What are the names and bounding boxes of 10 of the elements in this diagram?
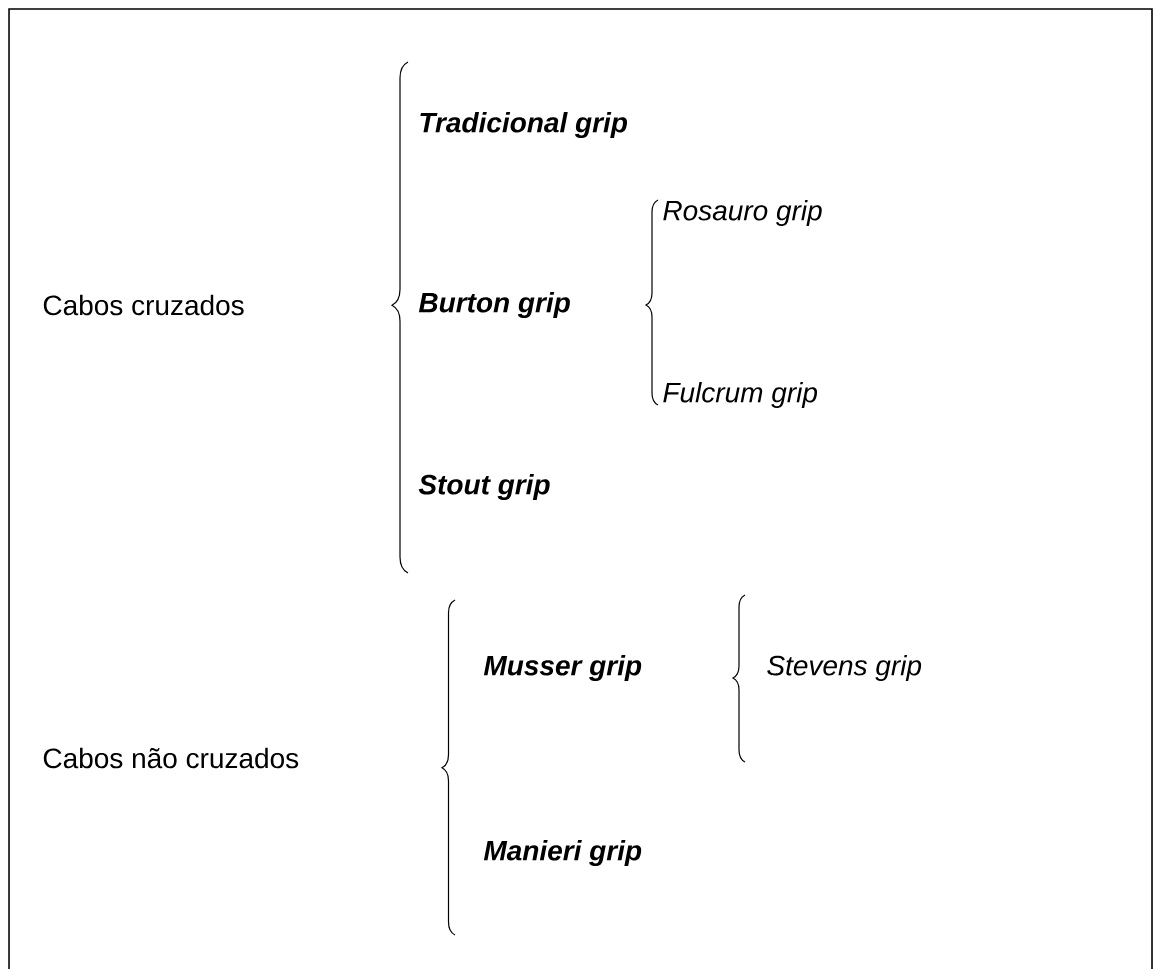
label-text: Manieri grip <box>483 839 642 867</box>
label-text: Fulcrum grip <box>663 381 818 409</box>
label-text: Musser grip <box>483 654 642 682</box>
label-text: Burton grip <box>418 291 570 319</box>
label-text: Cabos não cruzados <box>43 747 299 769</box>
label-text: Tradicional grip <box>420 111 628 139</box>
label-text: Rosauro grip <box>663 199 822 227</box>
label-text: Stout grip <box>418 473 550 501</box>
label-text: Cabos cruzados <box>43 294 244 316</box>
label-text: Stevens grip <box>767 654 922 682</box>
